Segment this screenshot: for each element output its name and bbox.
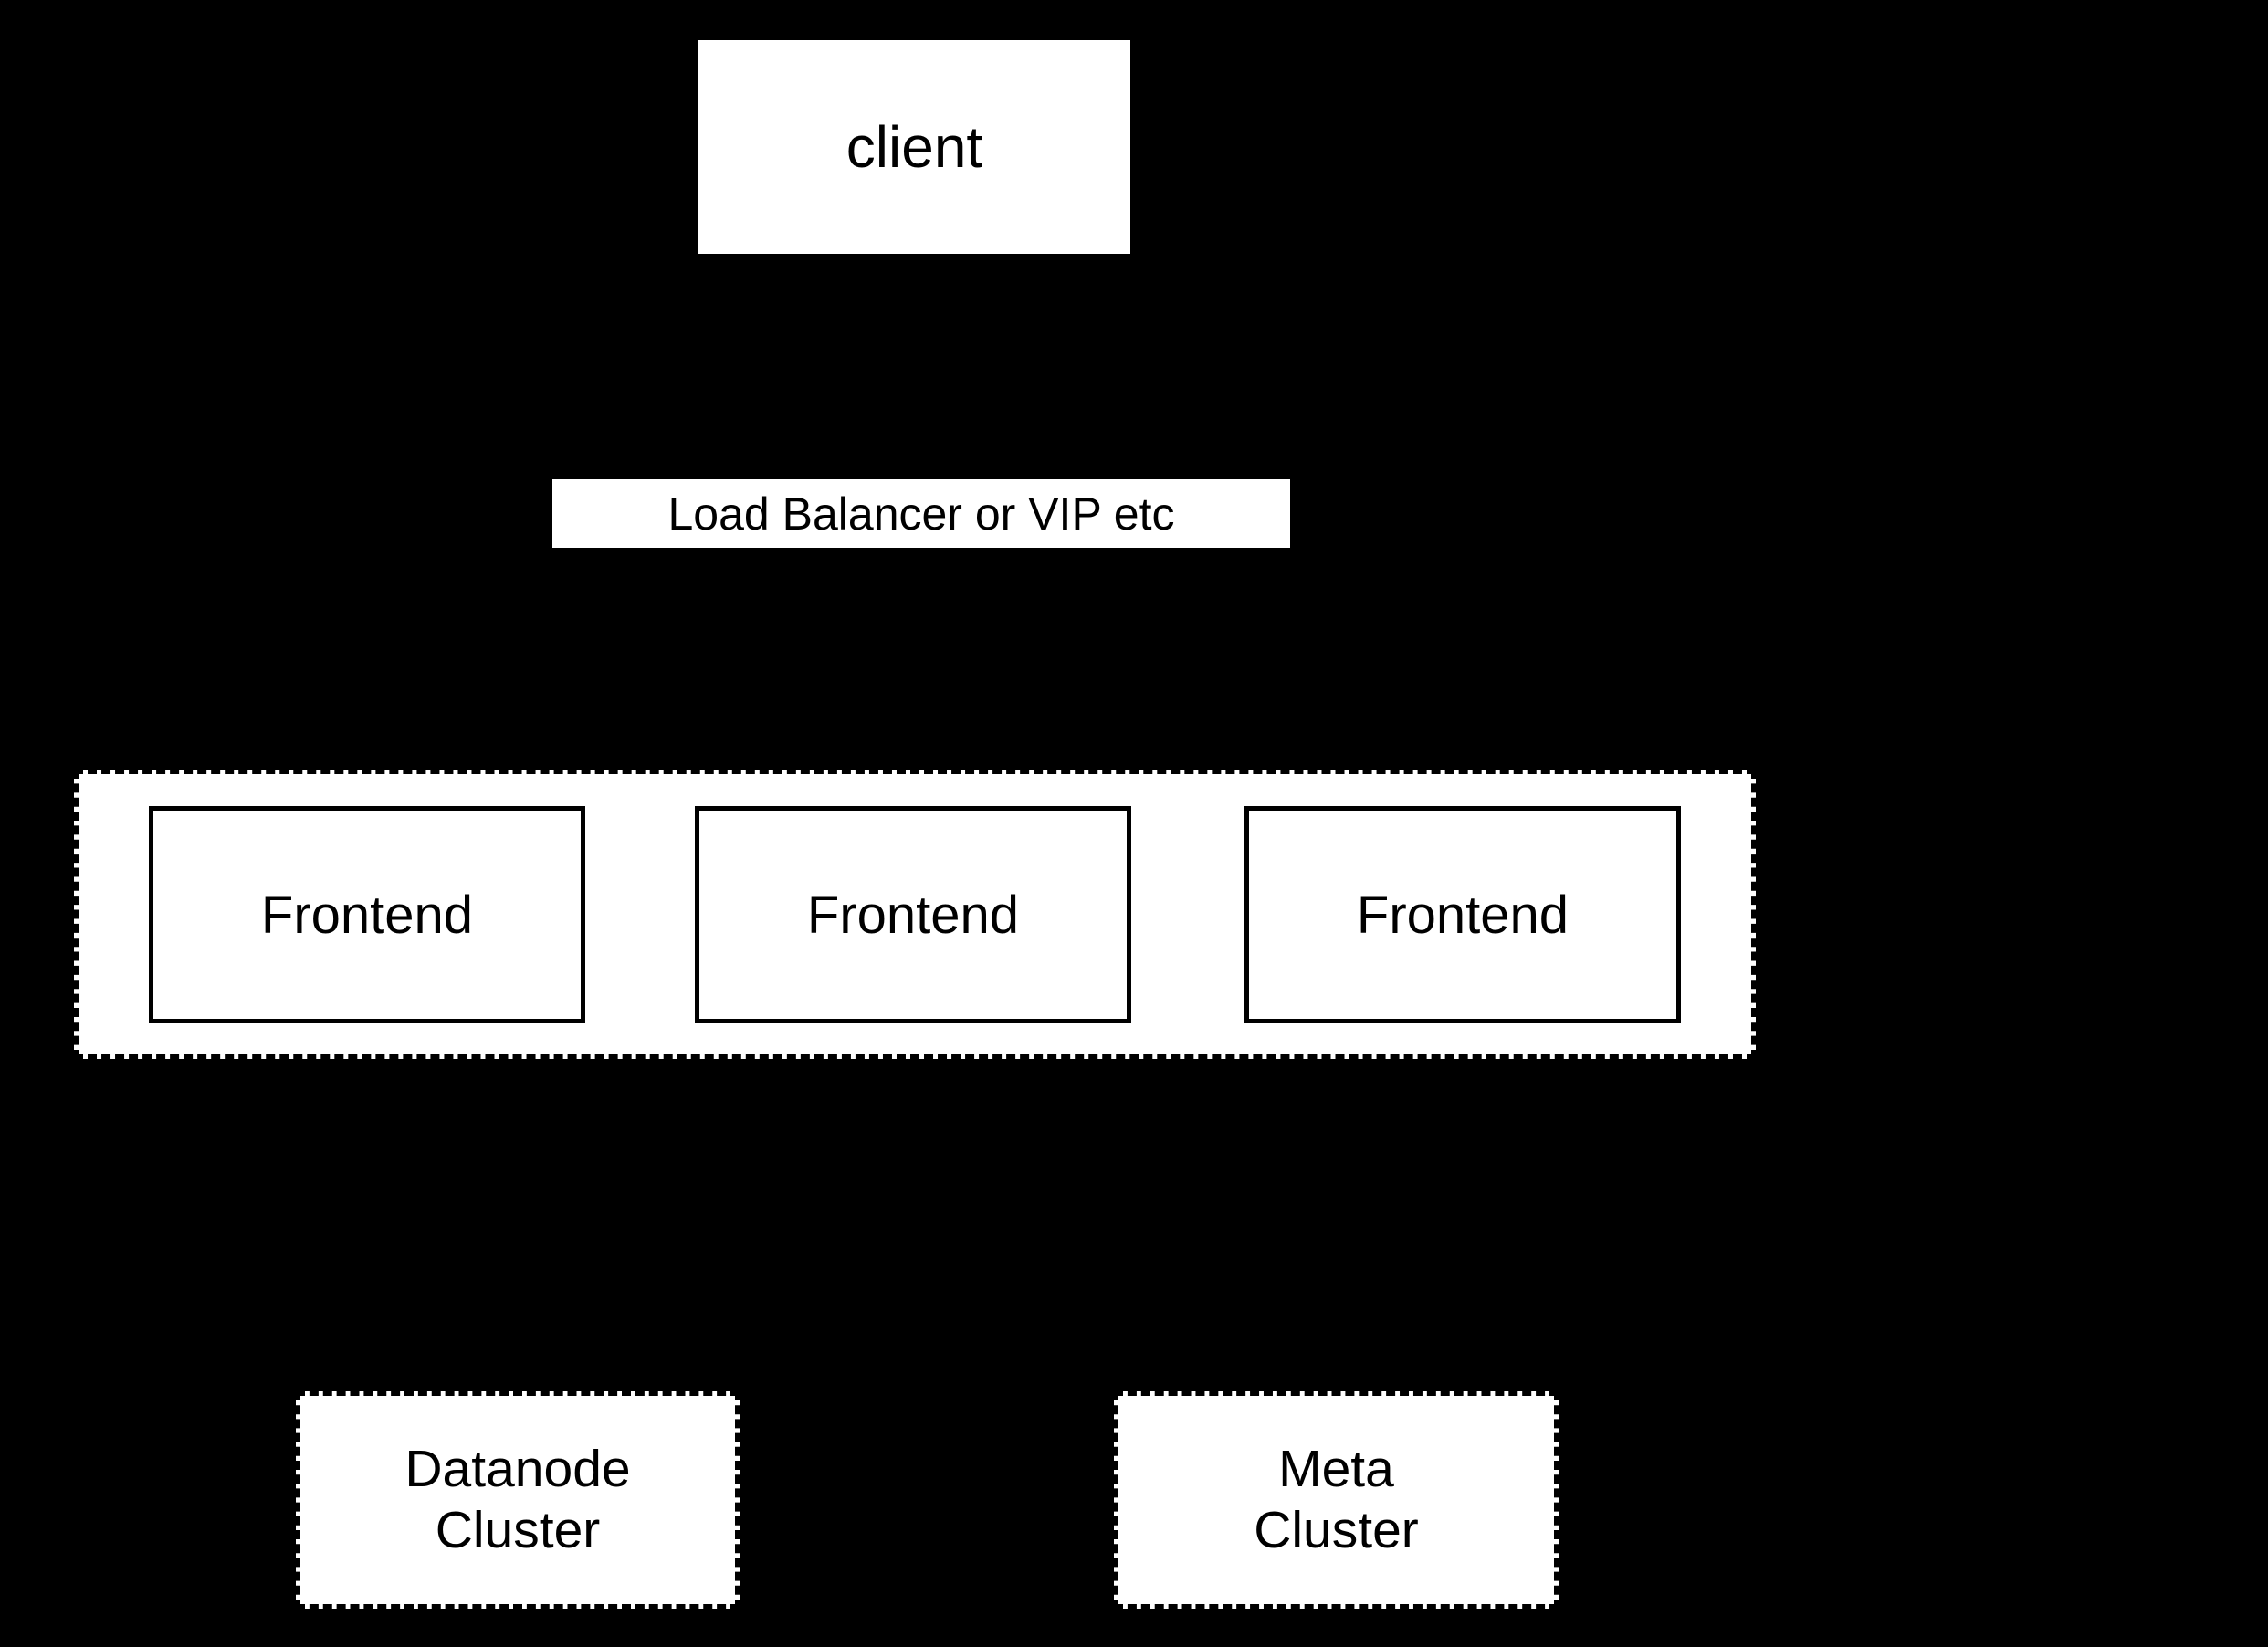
meta-cluster-node: Meta Cluster bbox=[1114, 1391, 1559, 1609]
load-balancer-node: Load Balancer or VIP etc bbox=[551, 478, 1291, 549]
frontend-node-1: Frontend bbox=[149, 806, 585, 1023]
frontend-node-2: Frontend bbox=[695, 806, 1131, 1023]
frontend-group-container: Frontend Frontend Frontend bbox=[74, 770, 1756, 1059]
datanode-cluster-label: Datanode Cluster bbox=[404, 1440, 631, 1559]
load-balancer-label: Load Balancer or VIP etc bbox=[667, 488, 1175, 540]
meta-cluster-label: Meta Cluster bbox=[1254, 1440, 1419, 1559]
frontend-label-1: Frontend bbox=[260, 885, 474, 945]
frontend-label-3: Frontend bbox=[1356, 885, 1570, 945]
client-node: client bbox=[698, 39, 1131, 255]
datanode-cluster-node: Datanode Cluster bbox=[296, 1391, 740, 1609]
frontend-node-3: Frontend bbox=[1244, 806, 1681, 1023]
client-label: client bbox=[845, 114, 983, 180]
frontend-label-2: Frontend bbox=[806, 885, 1020, 945]
